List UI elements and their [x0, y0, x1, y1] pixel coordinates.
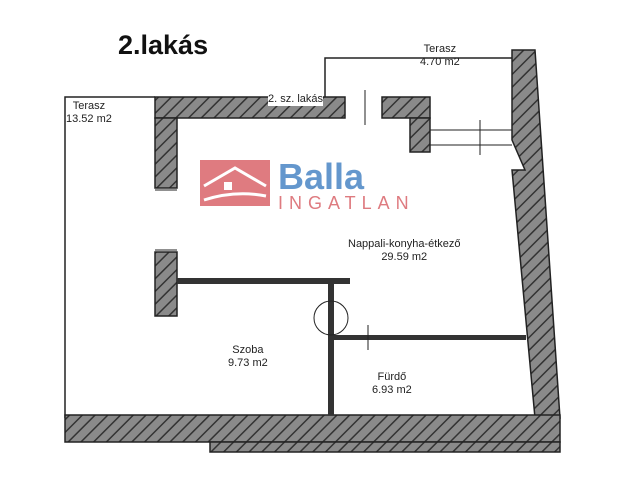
openings — [155, 90, 512, 350]
room-name: Terasz — [423, 43, 457, 55]
room-furdo: Fürdő 6.93 m2 — [372, 371, 412, 397]
room-name: Terasz — [72, 100, 106, 112]
page-title: 2.lakás — [118, 30, 209, 60]
room-name: Fürdő — [377, 371, 407, 383]
room-area: 29.59 m2 — [381, 251, 428, 263]
room-terasz-top: Terasz 4.70 m2 — [420, 43, 460, 69]
room-name: Szoba — [232, 344, 264, 356]
room-nappali: Nappali-konyha-étkező 29.59 m2 — [348, 238, 461, 264]
watermark-sub: INGATLAN — [278, 193, 415, 213]
unit-label: 2. sz. lakás — [268, 93, 324, 106]
room-area: 9.73 m2 — [228, 357, 268, 369]
room-area: 13.52 m2 — [66, 113, 112, 125]
walls — [64, 49, 561, 453]
room-szoba: Szoba 9.73 m2 — [228, 344, 268, 370]
room-area: 6.93 m2 — [372, 384, 412, 396]
terrace-lines — [64, 57, 520, 418]
house-logo-icon — [200, 160, 270, 206]
room-name: Nappali-konyha-étkező — [348, 238, 461, 250]
watermark-logo: Balla INGATLAN — [200, 156, 415, 213]
watermark-name: Balla — [278, 156, 365, 197]
room-terasz-left: Terasz 13.52 m2 — [66, 100, 112, 126]
room-area: 4.70 m2 — [420, 56, 460, 68]
interior-walls — [177, 278, 526, 415]
